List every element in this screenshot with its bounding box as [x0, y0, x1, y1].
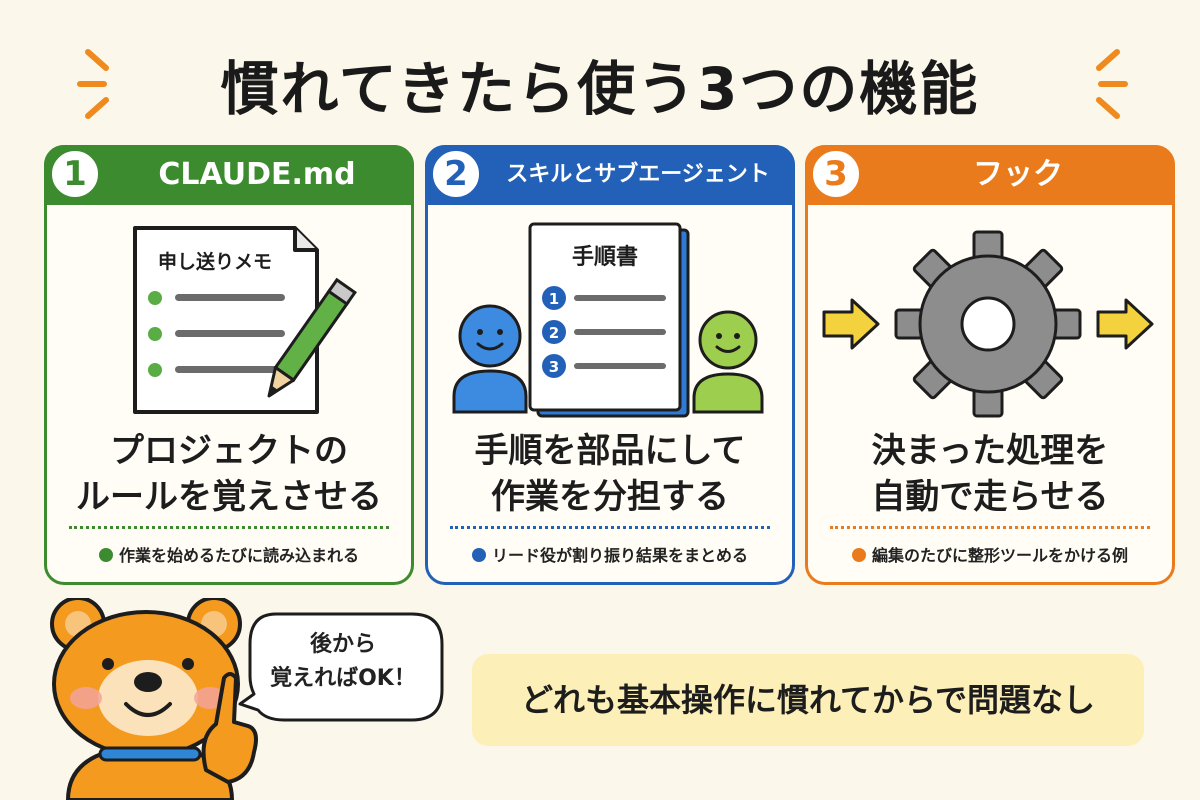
card-note-text: 作業を始めるたびに読み込まれる: [118, 546, 359, 565]
card-title: スキルとサブエージェント: [506, 162, 770, 187]
memo-title: 申し送りメモ: [158, 250, 272, 273]
step-number: 3: [549, 358, 559, 376]
bear-mascot-icon: [50, 598, 258, 800]
card-description-line2: 作業を分担する: [491, 477, 729, 517]
card-description-line1: 決まった処理を: [871, 431, 1109, 471]
person-icon: [692, 310, 764, 414]
card-number: 2: [429, 147, 483, 201]
card-title: フック: [973, 157, 1063, 192]
card-header: 1 CLAUDE.md: [44, 145, 414, 205]
card-description: 決まった処理を 自動で走らせる: [808, 428, 1172, 520]
accent-burst-right-icon: [1096, 49, 1128, 119]
card-header: 3 フック: [805, 145, 1175, 205]
bullet-dot-icon: [471, 548, 486, 562]
speech-line2: 覚えればOK！: [270, 666, 416, 691]
card-note: 編集のたびに整形ツールをかける例: [808, 542, 1172, 566]
card-note: 作業を始めるたびに読み込まれる: [47, 542, 411, 566]
pencil-icon: [267, 277, 357, 398]
skills-illustration: 手順書 1 2 3: [452, 222, 764, 418]
bullet-dot-icon: [98, 548, 113, 562]
card-note: リード役が割り振り結果をまとめる: [428, 542, 792, 566]
card-header: 2 スキルとサブエージェント: [425, 145, 795, 205]
card-description-line2: ルールを覚えさせる: [76, 477, 382, 517]
person-icon: [452, 304, 528, 414]
card-claude-md: 1 CLAUDE.md 申し送りメモ プロジェクトの ルールを覚えさせる 作業を…: [44, 145, 414, 585]
speech-bubble: [238, 612, 444, 722]
gear-illustration: [822, 230, 1154, 418]
title-area: 慣れてきたら使う3つの機能: [0, 30, 1200, 123]
arrow-right-icon: [1096, 298, 1154, 350]
card-description-line2: 自動で走らせる: [871, 477, 1109, 517]
card-description: プロジェクトの ルールを覚えさせる: [47, 428, 411, 520]
speech-line1: 後から: [309, 632, 376, 657]
card-number: 1: [48, 147, 102, 201]
card-skills-subagents: 2 スキルとサブエージェント 手順書 1 2: [425, 145, 795, 585]
memo-icon: [133, 226, 319, 414]
card-description: 手順を部品にして 作業を分担する: [428, 428, 792, 520]
card-divider: [450, 526, 770, 529]
card-note-text: リード役が割り振り結果をまとめる: [491, 546, 748, 565]
card-number: 3: [809, 147, 863, 201]
accent-burst-left-icon: [77, 49, 109, 119]
card-hooks: 3 フック 決まった処理を 自動で走らせる: [805, 145, 1175, 585]
step-number: 1: [549, 290, 559, 308]
bullet-dot-icon: [851, 548, 866, 562]
document-icon: [528, 222, 690, 418]
card-title: CLAUDE.md: [158, 157, 356, 192]
step-number: 2: [549, 324, 559, 342]
card-description-line1: 手順を部品にして: [474, 431, 746, 471]
card-divider: [69, 526, 389, 529]
speech-bubble-text: 後から 覚えればOK！: [258, 628, 428, 696]
page-title: 慣れてきたら使う3つの機能: [220, 55, 980, 123]
card-description-line1: プロジェクトの: [110, 431, 348, 471]
card-note-text: 編集のたびに整形ツールをかける例: [871, 546, 1128, 565]
memo-illustration: 申し送りメモ: [133, 226, 357, 414]
arrow-right-icon: [822, 298, 880, 350]
doc-title: 手順書: [572, 244, 638, 270]
card-divider: [830, 526, 1150, 529]
gear-icon: [894, 230, 1082, 418]
summary-banner: どれも基本操作に慣れてからで問題なし: [472, 654, 1144, 746]
